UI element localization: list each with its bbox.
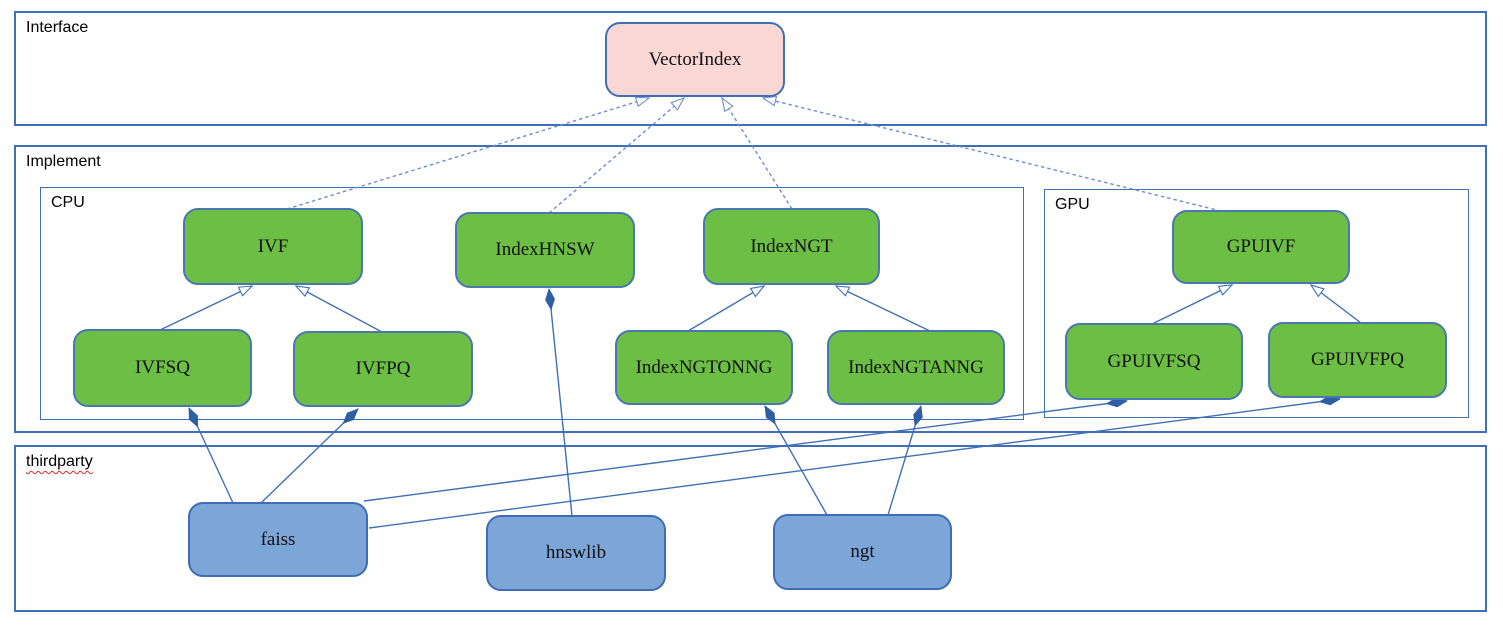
node-vectorindex-label: VectorIndex bbox=[648, 48, 742, 70]
implement-label: Implement bbox=[26, 153, 101, 170]
node-indexngtonng-label: IndexNGTONNG bbox=[635, 356, 773, 378]
node-indexngtonng[interactable]: IndexNGTONNG bbox=[615, 330, 793, 405]
node-gpuivfpq-label: GPUIVFPQ bbox=[1311, 349, 1404, 370]
node-indexhnsw-label: IndexHNSW bbox=[495, 239, 595, 260]
node-gpuivfpq[interactable]: GPUIVFPQ bbox=[1268, 322, 1447, 398]
node-ivfsq-label: IVFSQ bbox=[135, 357, 190, 378]
node-indexngtanng[interactable]: IndexNGTANNG bbox=[827, 330, 1005, 405]
node-ivfsq[interactable]: IVFSQ bbox=[73, 329, 252, 407]
node-ivfpq[interactable]: IVFPQ bbox=[293, 331, 473, 407]
node-gpuivfsq[interactable]: GPUIVFSQ bbox=[1065, 323, 1243, 400]
node-gpuivfsq-label: GPUIVFSQ bbox=[1107, 350, 1201, 372]
node-ivf-label: IVF bbox=[257, 235, 289, 257]
node-faiss-label: faiss bbox=[260, 528, 296, 550]
node-ivfpq-label: IVFPQ bbox=[355, 358, 411, 379]
node-indexngt-label: IndexNGT bbox=[750, 235, 833, 257]
node-indexhnsw[interactable]: IndexHNSW bbox=[455, 212, 635, 288]
node-hnswlib[interactable]: hnswlib bbox=[486, 515, 666, 591]
node-ngt[interactable]: ngt bbox=[773, 514, 952, 590]
node-gpuivf[interactable]: GPUIVF bbox=[1172, 210, 1350, 284]
node-indexngt[interactable]: IndexNGT bbox=[703, 208, 880, 285]
node-faiss[interactable]: faiss bbox=[188, 502, 368, 577]
thirdparty-label: thirdparty bbox=[26, 453, 93, 470]
node-ivf[interactable]: IVF bbox=[183, 208, 363, 285]
gpu-label: GPU bbox=[1055, 196, 1090, 213]
node-indexngtanng-label: IndexNGTANNG bbox=[848, 356, 984, 378]
node-vectorindex[interactable]: VectorIndex bbox=[605, 22, 785, 97]
node-gpuivf-label: GPUIVF bbox=[1226, 236, 1296, 257]
cpu-label: CPU bbox=[51, 194, 85, 211]
interface-label: Interface bbox=[26, 19, 89, 36]
node-ngt-label: ngt bbox=[850, 541, 875, 562]
node-hnswlib-label: hnswlib bbox=[545, 542, 607, 563]
